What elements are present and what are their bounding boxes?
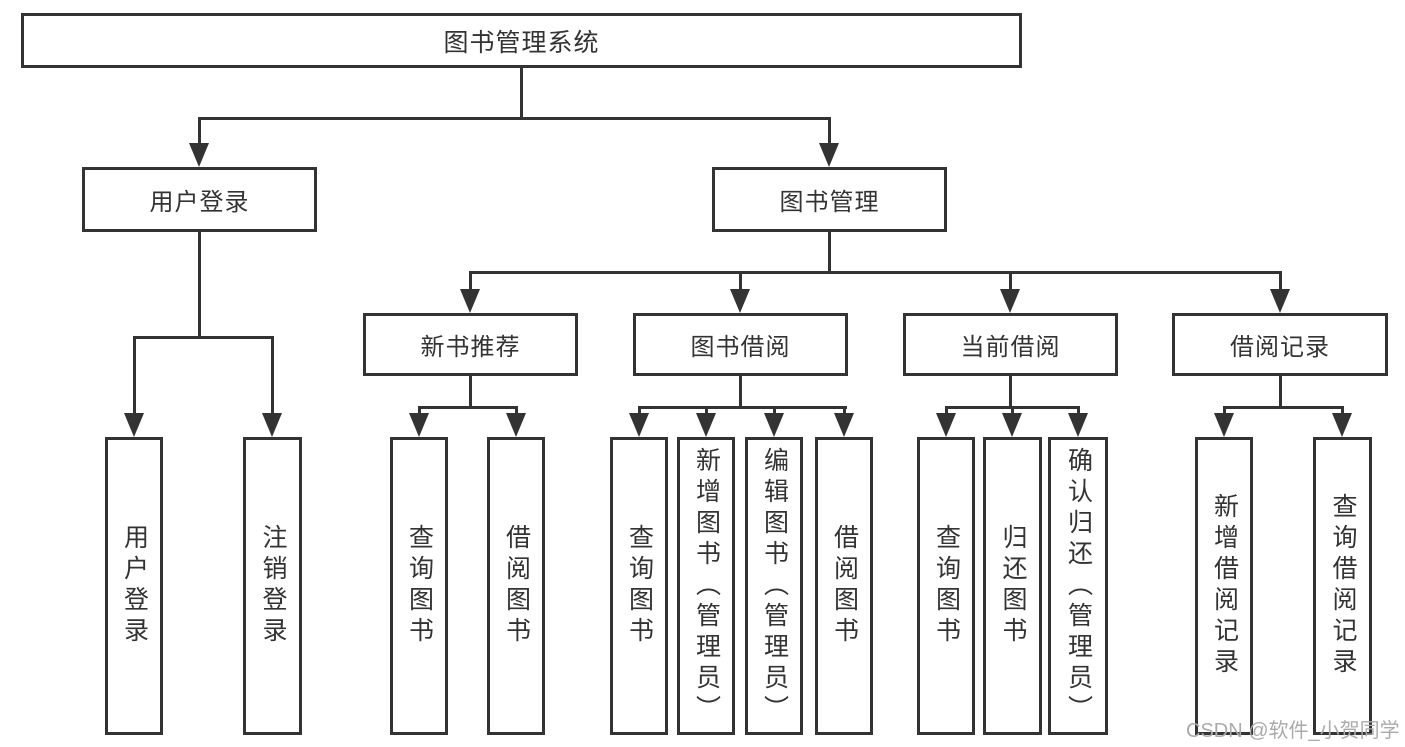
connector-line xyxy=(704,406,708,415)
leaf-label: 查询图书 xyxy=(625,524,654,648)
arrow-down-icon xyxy=(409,413,429,437)
leaf-label: 查询图书 xyxy=(932,524,961,648)
connector-line xyxy=(738,376,742,409)
arrow-down-icon xyxy=(124,413,144,437)
leaf-logout: 注销登录 xyxy=(243,437,302,735)
connector-line xyxy=(827,232,831,274)
node-borrowing-records: 借阅记录 xyxy=(1172,313,1388,376)
arrow-down-icon xyxy=(1002,413,1022,437)
connector-line xyxy=(197,232,201,339)
connector-line xyxy=(417,406,421,415)
leaf-confirm-return-admin: 确认归还（管理员） xyxy=(1048,437,1108,735)
connector-line xyxy=(772,406,776,415)
leaf-label: 注销登录 xyxy=(259,524,287,648)
leaf-label: 新增图书（管理员） xyxy=(692,446,721,726)
leaf-label: 归还图书 xyxy=(999,524,1027,648)
arrow-down-icon xyxy=(506,413,526,437)
leaf-label: 用户登录 xyxy=(120,524,149,648)
leaf-label: 查询借阅记录 xyxy=(1329,493,1357,679)
leaf-return-book: 归还图书 xyxy=(983,437,1042,735)
leaf-add-borrow-record: 新增借阅记录 xyxy=(1195,437,1253,735)
connector-line xyxy=(738,271,742,291)
connector-line xyxy=(132,336,136,415)
leaf-query-borrow-record: 查询借阅记录 xyxy=(1313,437,1372,735)
arrow-down-icon xyxy=(1332,413,1352,437)
leaf-label: 借阅图书 xyxy=(502,524,531,648)
csdn-watermark: CSDN @软件_小贺同学 xyxy=(1186,720,1400,742)
connector-line xyxy=(468,376,472,409)
node-library-system: 图书管理系统 xyxy=(21,13,1022,68)
node-book-borrowing: 图书借阅 xyxy=(633,313,848,376)
arrow-down-icon xyxy=(819,143,839,167)
leaf-edit-book-admin: 编辑图书（管理员） xyxy=(745,437,803,735)
leaf-borrow-books-recommend: 借阅图书 xyxy=(487,437,545,735)
arrow-down-icon xyxy=(262,413,282,437)
leaf-label: 查询图书 xyxy=(405,524,434,648)
leaf-query-books-borrowing: 查询图书 xyxy=(610,437,668,735)
connector-line xyxy=(270,336,274,415)
connector-line xyxy=(637,406,641,415)
leaf-label: 确认归还（管理员） xyxy=(1064,446,1093,726)
connector-line xyxy=(417,406,518,409)
arrow-down-icon xyxy=(629,413,649,437)
leaf-label: 借阅图书 xyxy=(830,524,859,648)
node-new-book-recommend: 新书推荐 xyxy=(363,313,578,376)
leaf-borrow-books-borrowing: 借阅图书 xyxy=(815,437,873,735)
arrow-down-icon xyxy=(1000,289,1020,313)
node-user-login: 用户登录 xyxy=(82,167,317,232)
connector-line xyxy=(842,406,846,415)
connector-line xyxy=(519,66,523,119)
connector-line xyxy=(468,271,472,291)
connector-line xyxy=(1008,271,1012,291)
connector-line xyxy=(637,406,847,409)
node-current-borrowing: 当前借阅 xyxy=(903,313,1118,376)
connector-line xyxy=(1278,376,1282,409)
leaf-add-book-admin: 新增图书（管理员） xyxy=(677,437,735,735)
arrow-down-icon xyxy=(1214,413,1234,437)
arrow-down-icon xyxy=(696,413,716,437)
connector-line xyxy=(827,117,831,145)
arrow-down-icon xyxy=(1068,413,1088,437)
connector-line xyxy=(132,336,274,339)
connector-line xyxy=(1076,406,1080,415)
leaf-label: 编辑图书（管理员） xyxy=(760,446,789,726)
connector-line xyxy=(197,117,831,120)
arrow-down-icon xyxy=(764,413,784,437)
leaf-label: 新增借阅记录 xyxy=(1210,493,1239,679)
arrow-down-icon xyxy=(189,143,209,167)
arrow-down-icon xyxy=(1270,289,1290,313)
leaf-query-books-current: 查询图书 xyxy=(917,437,975,735)
leaf-query-books-recommend: 查询图书 xyxy=(390,437,448,735)
connector-line xyxy=(1340,406,1344,415)
connector-line xyxy=(1222,406,1344,409)
connector-line xyxy=(1278,271,1282,291)
connector-line xyxy=(1008,376,1012,409)
connector-line xyxy=(1222,406,1226,415)
arrow-down-icon xyxy=(730,289,750,313)
connector-line xyxy=(197,117,201,145)
connector-line xyxy=(1010,406,1014,415)
node-book-management: 图书管理 xyxy=(712,167,947,232)
arrow-down-icon xyxy=(460,289,480,313)
leaf-user-login: 用户登录 xyxy=(105,437,163,735)
connector-line xyxy=(514,406,518,415)
arrow-down-icon xyxy=(834,413,854,437)
connector-line xyxy=(944,406,948,415)
connector-line xyxy=(468,271,1282,274)
arrow-down-icon xyxy=(936,413,956,437)
